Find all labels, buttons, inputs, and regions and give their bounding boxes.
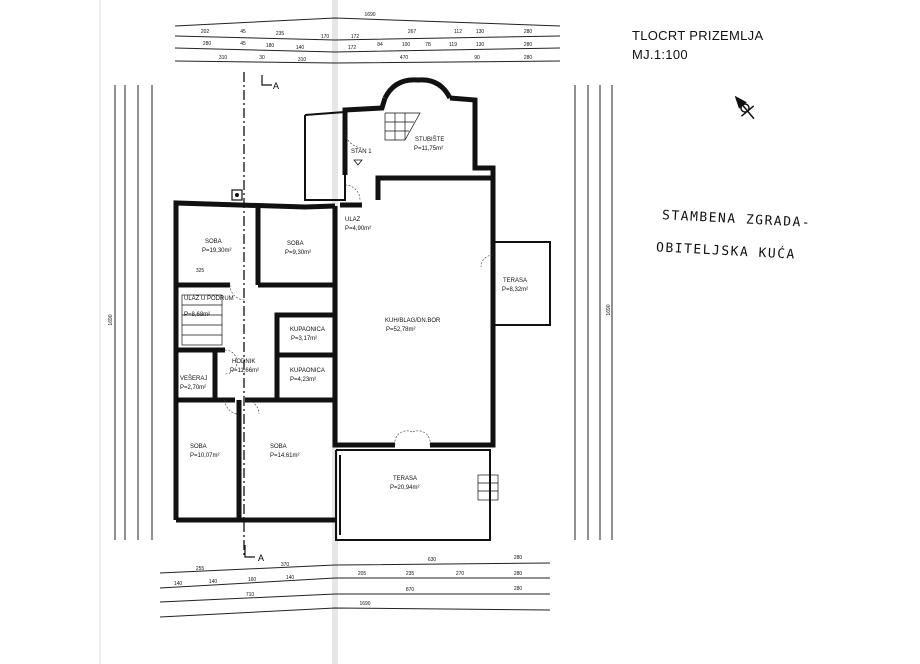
- room-area: P=9,30m²: [285, 250, 311, 256]
- bottom-dimensions: 255 370 630 280 140 140 160 140 205 235 …: [159, 555, 551, 618]
- entrance-marker-icon: [353, 159, 363, 166]
- north-arrow-icon: [734, 95, 755, 120]
- room-name: ULAZ U PODRUM: [184, 296, 234, 302]
- svg-text:267: 267: [408, 29, 417, 35]
- svg-text:45: 45: [240, 41, 246, 47]
- room-area: P=14,61m²: [270, 453, 300, 459]
- svg-text:1690: 1690: [359, 601, 370, 607]
- section-label-bottom: A: [258, 553, 264, 563]
- svg-text:140: 140: [286, 575, 295, 581]
- room-area: P=8,32m²: [502, 287, 528, 293]
- svg-text:205: 205: [358, 571, 367, 577]
- svg-text:1690: 1690: [108, 314, 114, 325]
- room-area: P=8,68m²: [184, 312, 210, 318]
- svg-text:100: 100: [402, 42, 411, 48]
- drawing-scale: MJ.1:100: [632, 47, 688, 62]
- room-name: TERASA: [503, 278, 527, 284]
- svg-text:130: 130: [476, 42, 485, 48]
- room-name: KUH/BLAG/DN.BOR: [385, 318, 441, 324]
- room-area: P=2,70m²: [180, 385, 206, 391]
- drawing-title: TLOCRT PRIZEMLJA: [632, 28, 764, 43]
- svg-text:1690: 1690: [364, 12, 375, 18]
- room-name: VEŠERAJ: [180, 375, 207, 382]
- svg-text:280: 280: [514, 571, 523, 577]
- room-area: P=11,75m²: [414, 146, 443, 152]
- room-labels: SOBA P=19,30m² SOBA P=9,30m² ULAZ P=4,90…: [180, 136, 528, 491]
- svg-text:112: 112: [454, 29, 462, 35]
- room-name: KUPAONICA: [290, 368, 325, 374]
- room-area: P=52,78m²: [386, 327, 416, 333]
- svg-text:280: 280: [524, 29, 533, 35]
- svg-text:710: 710: [246, 592, 255, 598]
- svg-text:280: 280: [524, 42, 533, 48]
- room-area: P=4,23m²: [290, 377, 316, 383]
- svg-text:90: 90: [474, 55, 480, 61]
- svg-text:470: 470: [400, 55, 409, 61]
- room-area: P=11,66m²: [230, 368, 259, 374]
- room-name: SOBA: [205, 239, 222, 245]
- section-label-top: A: [273, 81, 279, 91]
- svg-text:310: 310: [298, 57, 307, 63]
- inner-dimension: 325: [196, 268, 205, 274]
- svg-text:160: 160: [248, 577, 257, 583]
- svg-text:280: 280: [514, 555, 523, 561]
- svg-text:630: 630: [428, 557, 437, 563]
- svg-text:130: 130: [476, 29, 485, 35]
- room-name: SOBA: [270, 444, 287, 450]
- svg-text:370: 370: [281, 562, 290, 568]
- svg-text:119: 119: [449, 42, 457, 48]
- svg-text:235: 235: [406, 571, 415, 577]
- svg-text:1690: 1690: [606, 304, 612, 315]
- svg-text:280: 280: [524, 55, 533, 61]
- svg-text:270: 270: [456, 571, 465, 577]
- room-name: STAN 1: [351, 149, 372, 155]
- room-name: TERASA: [393, 476, 417, 482]
- room-name: ULAZ: [345, 217, 361, 223]
- svg-text:84: 84: [377, 42, 383, 48]
- room-name: SOBA: [287, 241, 304, 247]
- staircase: [181, 112, 499, 501]
- side-dimensions: 1690 1690: [108, 85, 613, 540]
- walls: [173, 77, 551, 541]
- svg-text:280: 280: [514, 586, 523, 592]
- room-name: HODNIK: [232, 359, 255, 365]
- room-name: KUPAONICA: [290, 327, 325, 333]
- room-area: P=4,90m²: [345, 226, 371, 232]
- doors: [224, 129, 494, 446]
- room-area: P=19,30m²: [202, 248, 232, 254]
- room-area: P=20,94m²: [390, 485, 420, 491]
- room-area: P=10,07m²: [190, 453, 220, 459]
- svg-text:140: 140: [174, 581, 183, 587]
- room-area: P=3,17m²: [291, 336, 317, 342]
- svg-text:172: 172: [351, 34, 360, 40]
- svg-text:180: 180: [266, 43, 275, 49]
- svg-text:870: 870: [406, 587, 415, 593]
- top-dimensions: 1690 202 45 235 170 172 267 112 130 280 …: [174, 12, 561, 64]
- svg-text:235: 235: [276, 31, 285, 37]
- svg-text:202: 202: [201, 29, 210, 35]
- chimney: [231, 189, 243, 201]
- svg-text:45: 45: [240, 29, 246, 35]
- svg-text:170: 170: [321, 34, 330, 40]
- room-name: SOBA: [190, 444, 207, 450]
- room-name: STUBIŠTE: [415, 136, 444, 143]
- svg-text:310: 310: [219, 55, 228, 61]
- svg-text:255: 255: [196, 566, 205, 572]
- svg-text:140: 140: [209, 579, 218, 585]
- svg-text:78: 78: [425, 42, 431, 48]
- svg-text:172: 172: [348, 45, 357, 51]
- svg-text:140: 140: [296, 45, 305, 51]
- svg-text:30: 30: [259, 55, 265, 61]
- svg-text:280: 280: [203, 41, 212, 47]
- section-line: A A: [243, 72, 279, 563]
